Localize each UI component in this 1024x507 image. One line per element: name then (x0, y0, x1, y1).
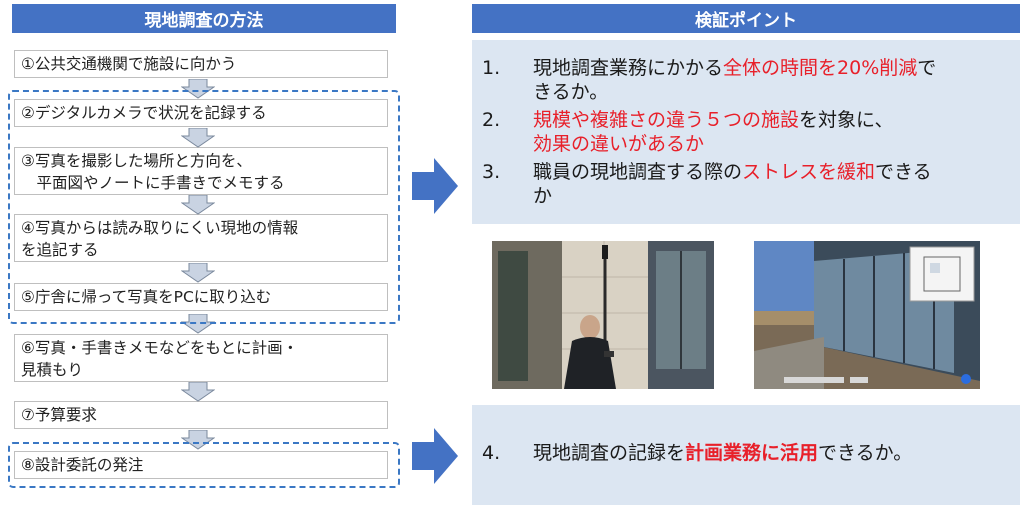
step-4-line1: ④写真からは読み取りにくい現地の情報 (21, 219, 299, 237)
point-2-highlight-c: 効果の違いがあるか (533, 133, 705, 155)
step-1: ①公共交通機関で施設に向かう (14, 50, 388, 78)
step-4-line2: を追記する (21, 241, 99, 259)
point-1: 1. 現地調査業務にかかる全体の時間を20%削減できるか。 (482, 56, 1022, 106)
step-5-text: ⑤庁舎に帰って写真をPCに取り込む (21, 288, 272, 306)
step-6-line2: 見積もり (21, 361, 84, 379)
point-4: 4. 現地調査の記録を計画業務に活用できるか。 (482, 441, 1022, 469)
step-6-line1: ⑥写真・手書きメモなどをもとに計画・ (21, 339, 299, 357)
point-1-number: 1. (482, 57, 501, 79)
point-1-part-a: 現地調査業務にかかる (533, 57, 724, 79)
step-5: ⑤庁舎に帰って写真をPCに取り込む (14, 283, 388, 311)
point-2-text: 規模や複雑さの違う５つの施設を対象に、効果の違いがあるか (533, 108, 1013, 156)
point-2: 2. 規模や複雑さの違う５つの施設を対象に、効果の違いがあるか (482, 108, 1022, 158)
point-3-part-c: できる (875, 161, 932, 183)
arrow-down-icon (181, 263, 215, 283)
arrow-down-icon (181, 382, 215, 402)
point-3-text: 職員の現地調査する際のストレスを緩和できるか (533, 160, 1013, 208)
point-1-part-c: で (917, 57, 937, 79)
left-header: 現地調査の方法 (12, 4, 396, 33)
point-3-part-a: 職員の現地調査する際の (533, 161, 743, 183)
point-4-highlight: 計画業務に活用 (685, 442, 819, 464)
point-1-text: 現地調査業務にかかる全体の時間を20%削減できるか。 (533, 56, 1013, 104)
point-4-part-a: 現地調査の記録を (533, 442, 686, 464)
photo-360-viewer-screen (754, 241, 980, 389)
photo-field-survey-graphic (492, 241, 714, 389)
point-1-part-d: きるか。 (533, 81, 609, 103)
point-2-number: 2. (482, 109, 501, 131)
right-header: 検証ポイント (472, 4, 1020, 33)
step-1-text: ①公共交通機関で施設に向かう (21, 55, 237, 73)
point-3-number: 3. (482, 161, 501, 183)
step-8: ⑧設計委託の発注 (14, 451, 388, 479)
verification-point-4-panel: 4. 現地調査の記録を計画業務に活用できるか。 (472, 405, 1020, 505)
step-4: ④写真からは読み取りにくい現地の情報を追記する (14, 214, 388, 262)
step-8-text: ⑧設計委託の発注 (21, 456, 144, 474)
step-2-text: ②デジタルカメラで状況を記録する (21, 104, 267, 122)
step-3-line1: ③写真を撮影した場所と方向を、 (21, 152, 252, 170)
verification-points-panel: 1. 現地調査業務にかかる全体の時間を20%削減できるか。 2. 規模や複雑さの… (472, 40, 1020, 224)
point-4-text: 現地調査の記録を計画業務に活用できるか。 (533, 441, 1013, 465)
point-1-highlight: 全体の時間を20%削減 (723, 57, 918, 79)
dashed-group-step-8 (8, 442, 400, 488)
point-3-highlight: ストレスを緩和 (742, 161, 876, 183)
step-6: ⑥写真・手書きメモなどをもとに計画・見積もり (14, 334, 388, 382)
step-7-text: ⑦予算要求 (21, 406, 97, 424)
photo-360-viewer-graphic (754, 241, 980, 389)
dashed-group-steps-2-5 (8, 90, 400, 324)
photo-field-survey-camera (492, 241, 714, 389)
step-3-line2: 平面図やノートに手書きでメモする (21, 174, 285, 192)
point-2-part-b: を対象に、 (799, 109, 894, 131)
step-2: ②デジタルカメラで状況を記録する (14, 99, 388, 127)
point-4-part-c: できるか。 (818, 442, 913, 464)
step-3: ③写真を撮影した場所と方向を、 平面図やノートに手書きでメモする (14, 147, 388, 195)
point-3: 3. 職員の現地調査する際のストレスを緩和できるか (482, 160, 1022, 210)
point-3-part-d: か (533, 185, 553, 207)
point-2-highlight-a: 規模や複雑さの違う５つの施設 (533, 109, 800, 131)
arrow-right-icon (412, 428, 458, 484)
step-7: ⑦予算要求 (14, 401, 388, 429)
arrow-right-icon (412, 158, 458, 214)
arrow-down-icon (181, 195, 215, 215)
arrow-down-icon (181, 79, 215, 99)
arrow-down-icon (181, 128, 215, 148)
point-4-number: 4. (482, 442, 501, 464)
